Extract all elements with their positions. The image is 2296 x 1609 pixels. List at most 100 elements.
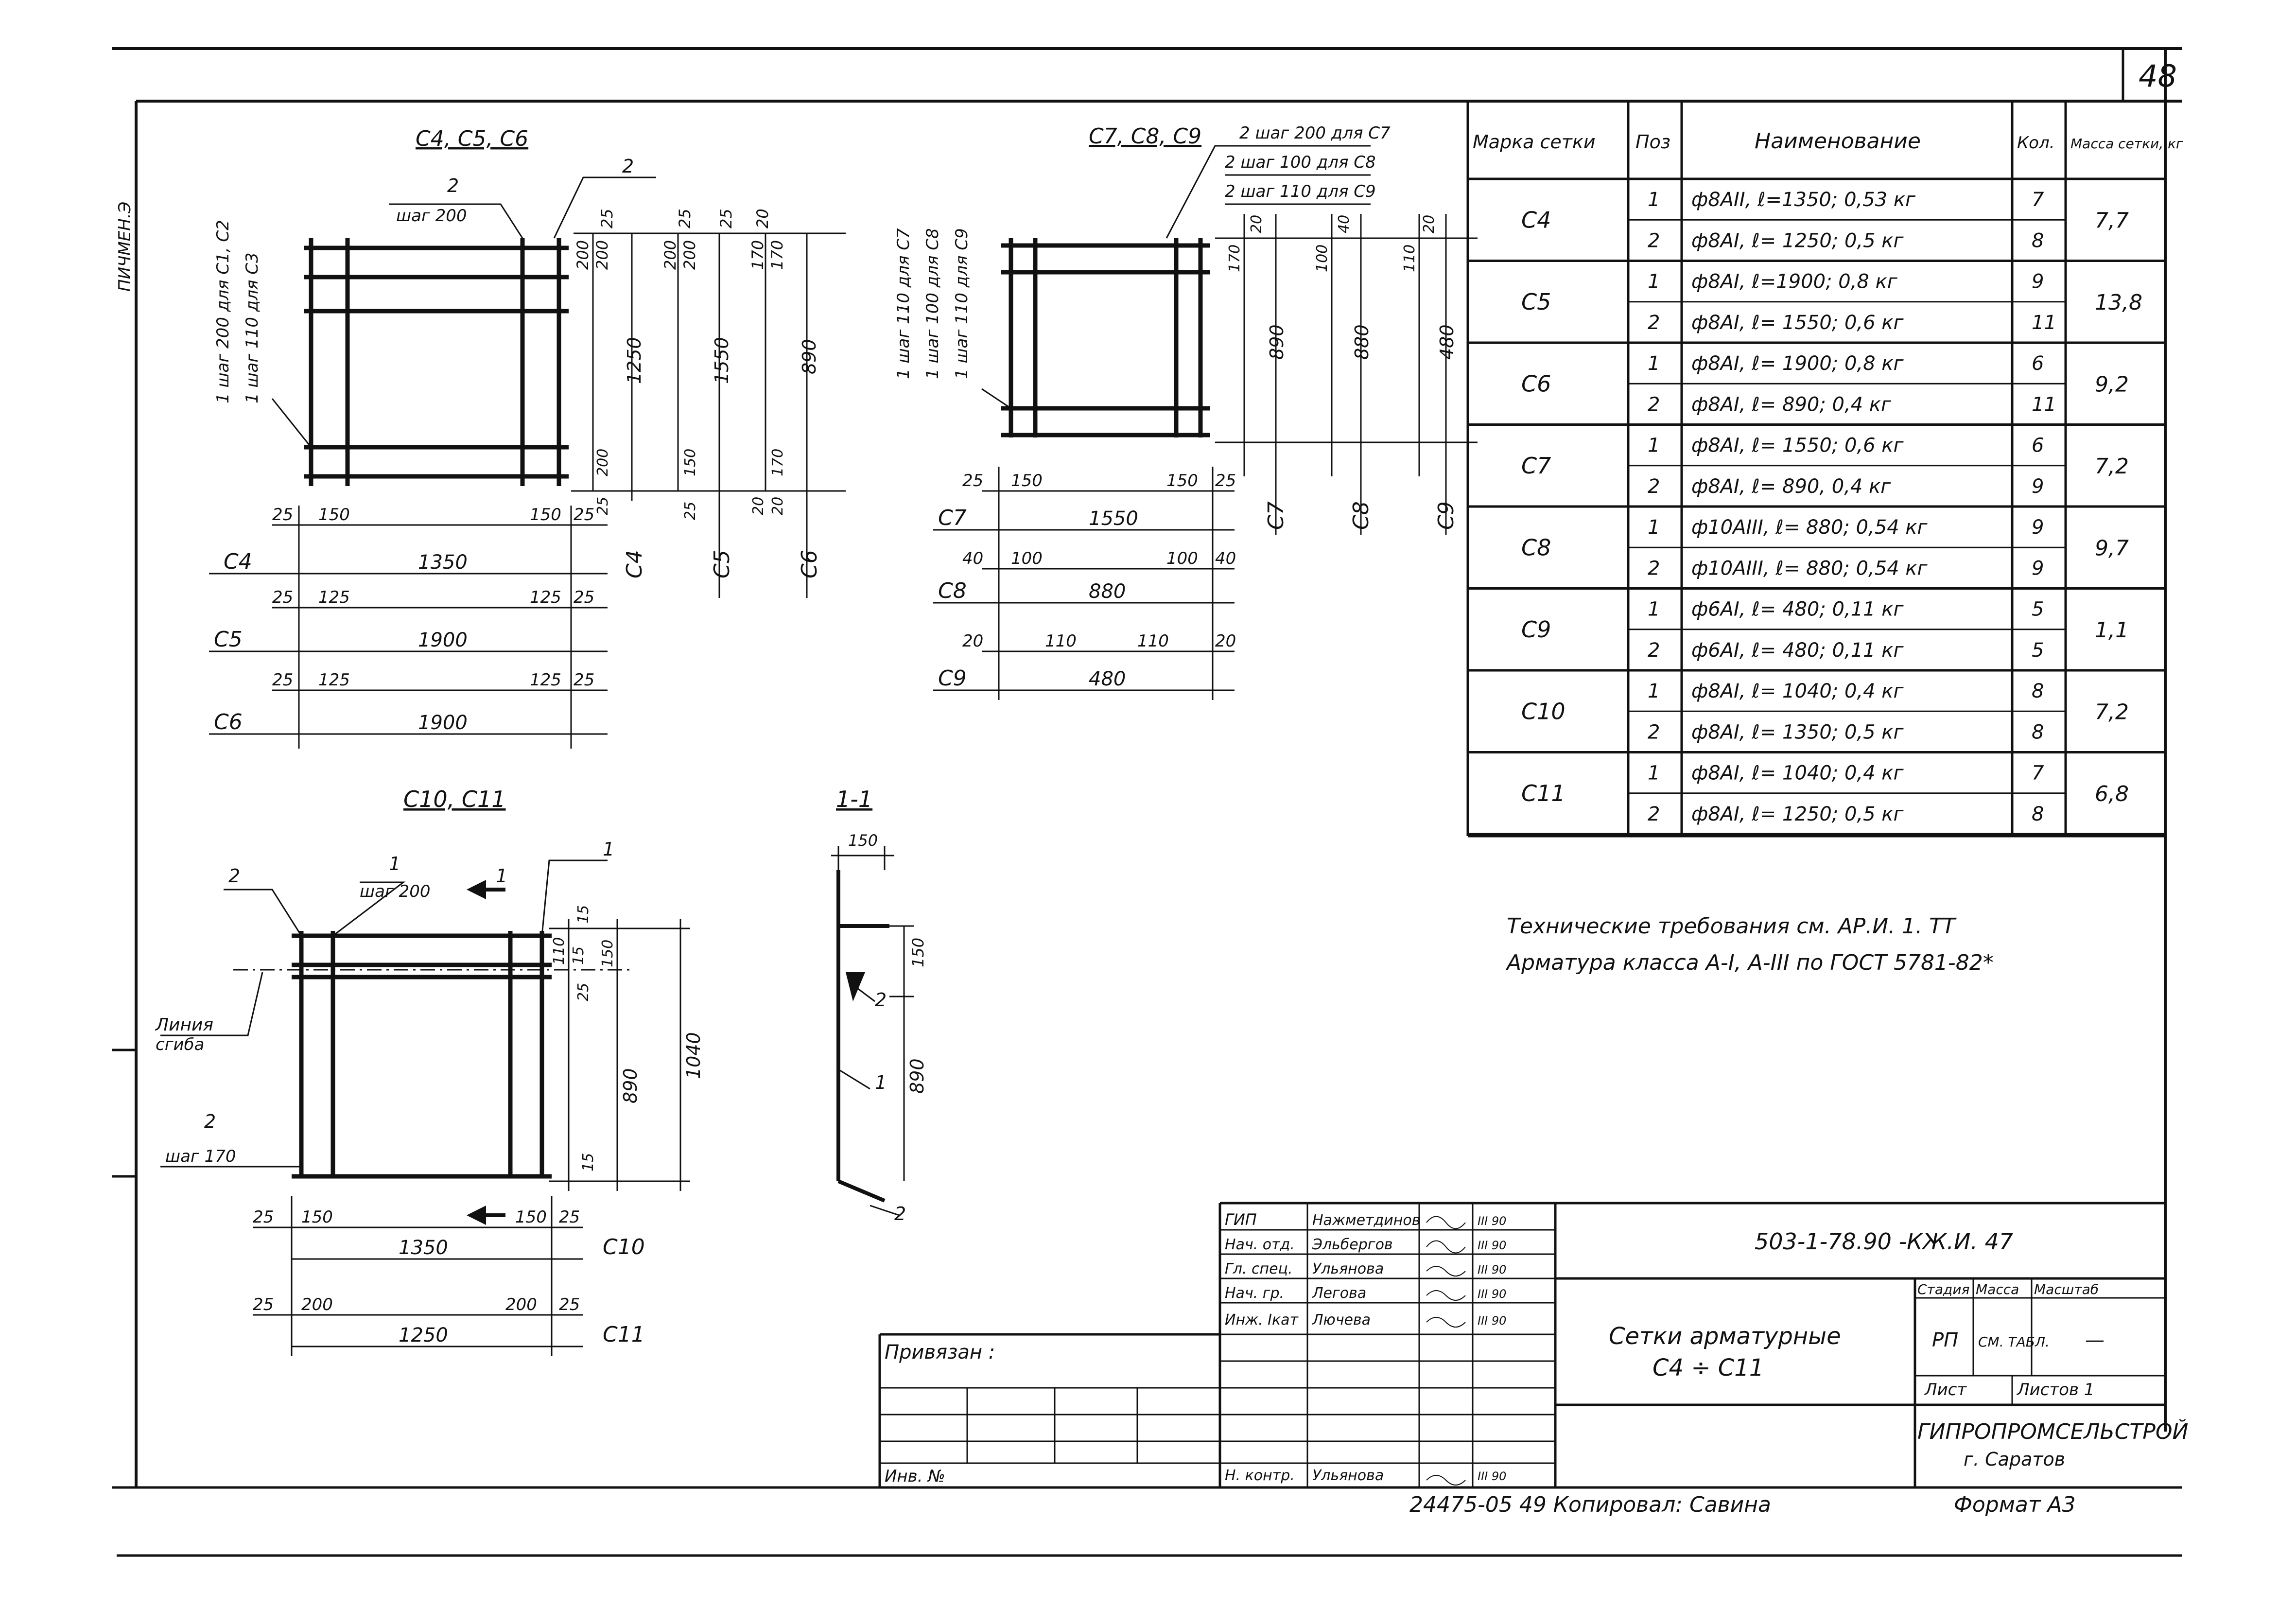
item-pos: 2: [1648, 229, 1660, 252]
dim-c8-100: 100: [1314, 245, 1331, 272]
step-c9: 2 шаг 110 для С9: [1225, 182, 1376, 201]
mass-label: Масса: [1976, 1281, 2019, 1297]
row-c9-l2: 110: [1045, 631, 1077, 651]
row-c9-mark: С9: [938, 666, 967, 691]
row-mass: 6,8: [2095, 782, 2129, 806]
dim-c5-bot-150: 150: [682, 449, 699, 476]
vmark-c4: С4: [622, 550, 647, 578]
item-pos: 1: [1648, 189, 1660, 211]
item-pos: 1: [1648, 762, 1660, 785]
item-pos: 2: [1648, 475, 1660, 498]
row-c8-left: 40: [962, 549, 983, 568]
header-mark: Марка сетки: [1473, 131, 1596, 153]
drawing-title-c10-c11: С10, С11: [403, 786, 506, 812]
row-c9-r2: 20: [1215, 631, 1236, 651]
vmark-c8: С8: [1349, 501, 1374, 530]
role-gl-spec: Гл. спец.: [1225, 1260, 1292, 1277]
section-pos-2b: 2: [894, 1203, 906, 1224]
mass-value: СМ. ТАБЛ.: [1978, 1334, 2050, 1350]
item-qty: 9: [2032, 475, 2044, 498]
item-qty: 11: [2032, 312, 2056, 334]
role-nach-gr: Нач. гр.: [1225, 1285, 1284, 1302]
item-name: ф10АIII, ℓ= 880; 0,54 кг: [1691, 557, 1928, 579]
notes: Технические требования см. АР.И. 1. ТТ А…: [1505, 914, 1994, 975]
section-dim-890: 890: [906, 1058, 928, 1094]
dim-c5-bot-25: 25: [682, 502, 699, 520]
row-c7-mark: С7: [938, 506, 967, 530]
signatures: [1426, 1216, 1466, 1486]
bar1-note-a: 1 шаг 200 для С1, С2: [213, 220, 233, 403]
drawing-title-c4-c6: С4, С5, С6: [416, 126, 528, 151]
role-inzh: Инж. Ікат: [1225, 1312, 1299, 1329]
row-c10-r1: 150: [515, 1207, 547, 1227]
row-c8-l2: 100: [1011, 549, 1043, 568]
pos-1b: 1: [603, 839, 614, 860]
step-170: шаг 170: [165, 1147, 236, 1166]
dim-c7-20: 20: [1248, 215, 1265, 233]
title-block-text: ГИП Нач. отд. Гл. спец. Нач. гр. Инж. Ік…: [885, 1210, 2188, 1486]
dim-c6-bot-20: 20: [769, 497, 786, 515]
bound-label: Привязан :: [885, 1341, 995, 1364]
item-name: ф8АI, ℓ= 1250; 0,5 кг: [1691, 229, 1904, 252]
item-name: ф6АI, ℓ= 480; 0,11 кг: [1691, 598, 1904, 621]
drawing-c10-c11: С10, С11 1 шаг 200 2 1 1 Линия сгиба: [155, 786, 704, 1356]
item-name: ф8АI, ℓ= 1040; 0,4 кг: [1691, 762, 1904, 785]
row-c9-total: 480: [1089, 668, 1126, 690]
date-2: III 90: [1478, 1239, 1506, 1252]
item-pos: 1: [1648, 598, 1660, 621]
section-mark: 1: [496, 865, 507, 887]
item-pos: 1: [1648, 271, 1660, 293]
item-qty: 7: [2032, 189, 2044, 211]
sheet-title-1: Сетки арматурные: [1609, 1323, 1841, 1350]
dim-c4-bot-200: 200: [594, 449, 611, 476]
pos-2: 2: [228, 865, 240, 887]
role-gip: ГИП: [1225, 1210, 1257, 1229]
dim-c5-top-200b: 200: [680, 240, 699, 270]
mesh-c4-c6: [304, 238, 569, 486]
item-name: ф8АI, ℓ= 1550; 0,6 кг: [1691, 312, 1904, 334]
row-mass: 7,7: [2095, 208, 2129, 233]
dim-890: 890: [620, 1068, 641, 1103]
inv-label: Инв. №: [885, 1467, 945, 1486]
row-mass: 7,2: [2095, 700, 2129, 724]
control-role: Н. контр.: [1225, 1467, 1295, 1484]
item-qty: 8: [2032, 229, 2044, 252]
pos-1: 1: [389, 853, 400, 874]
dim-c6-bot-20b: 20: [750, 497, 767, 515]
row-c5-mark: С5: [214, 627, 243, 652]
row-mark: С11: [1521, 780, 1565, 806]
copy-info: 24475-05 49 Копировал: Савина: [1409, 1492, 1771, 1517]
row-c5-total: 1900: [418, 629, 468, 651]
dim-c5-top-200a: 200: [661, 240, 679, 270]
row-c10-r2: 25: [559, 1207, 580, 1227]
dim-c6-bot-170: 170: [769, 449, 786, 476]
item-qty: 11: [2032, 393, 2056, 416]
step-c7: 2 шаг 200 для С7: [1239, 123, 1391, 143]
left-c8: 1 шаг 100 для С8: [923, 228, 942, 379]
row-mark: С6: [1521, 370, 1551, 397]
dim-c9-480: 480: [1436, 324, 1458, 360]
row-c11-r2: 25: [559, 1295, 580, 1314]
dim-c4-top-200b: 200: [593, 240, 611, 270]
item-pos: 1: [1648, 352, 1660, 375]
item-pos: 1: [1648, 680, 1660, 702]
vmark-c9: С9: [1434, 501, 1459, 530]
mesh-c10-c11: [292, 931, 552, 1179]
item-qty: 6: [2032, 435, 2044, 457]
table-header-row: Марка сетки Поз Наименование Кол. Масса …: [1473, 129, 2183, 154]
row-c5-left: 25: [272, 588, 293, 607]
item-name: ф6АI, ℓ= 480; 0,11 кг: [1691, 639, 1904, 662]
scale-label: Масштаб: [2034, 1281, 2099, 1297]
row-mark: С8: [1521, 534, 1551, 560]
item-name: ф8АI, ℓ= 890, 0,4 кг: [1691, 475, 1891, 498]
item-name: ф8АI, ℓ= 890; 0,4 кг: [1691, 393, 1892, 416]
item-pos: 2: [1648, 721, 1660, 743]
drawing-c4-c6: С4, С5, С6 2 шаг 200 2 1 шаг 200 для С1,…: [209, 126, 846, 749]
row-c10-total: 1350: [399, 1237, 448, 1259]
date-5: III 90: [1478, 1314, 1506, 1328]
